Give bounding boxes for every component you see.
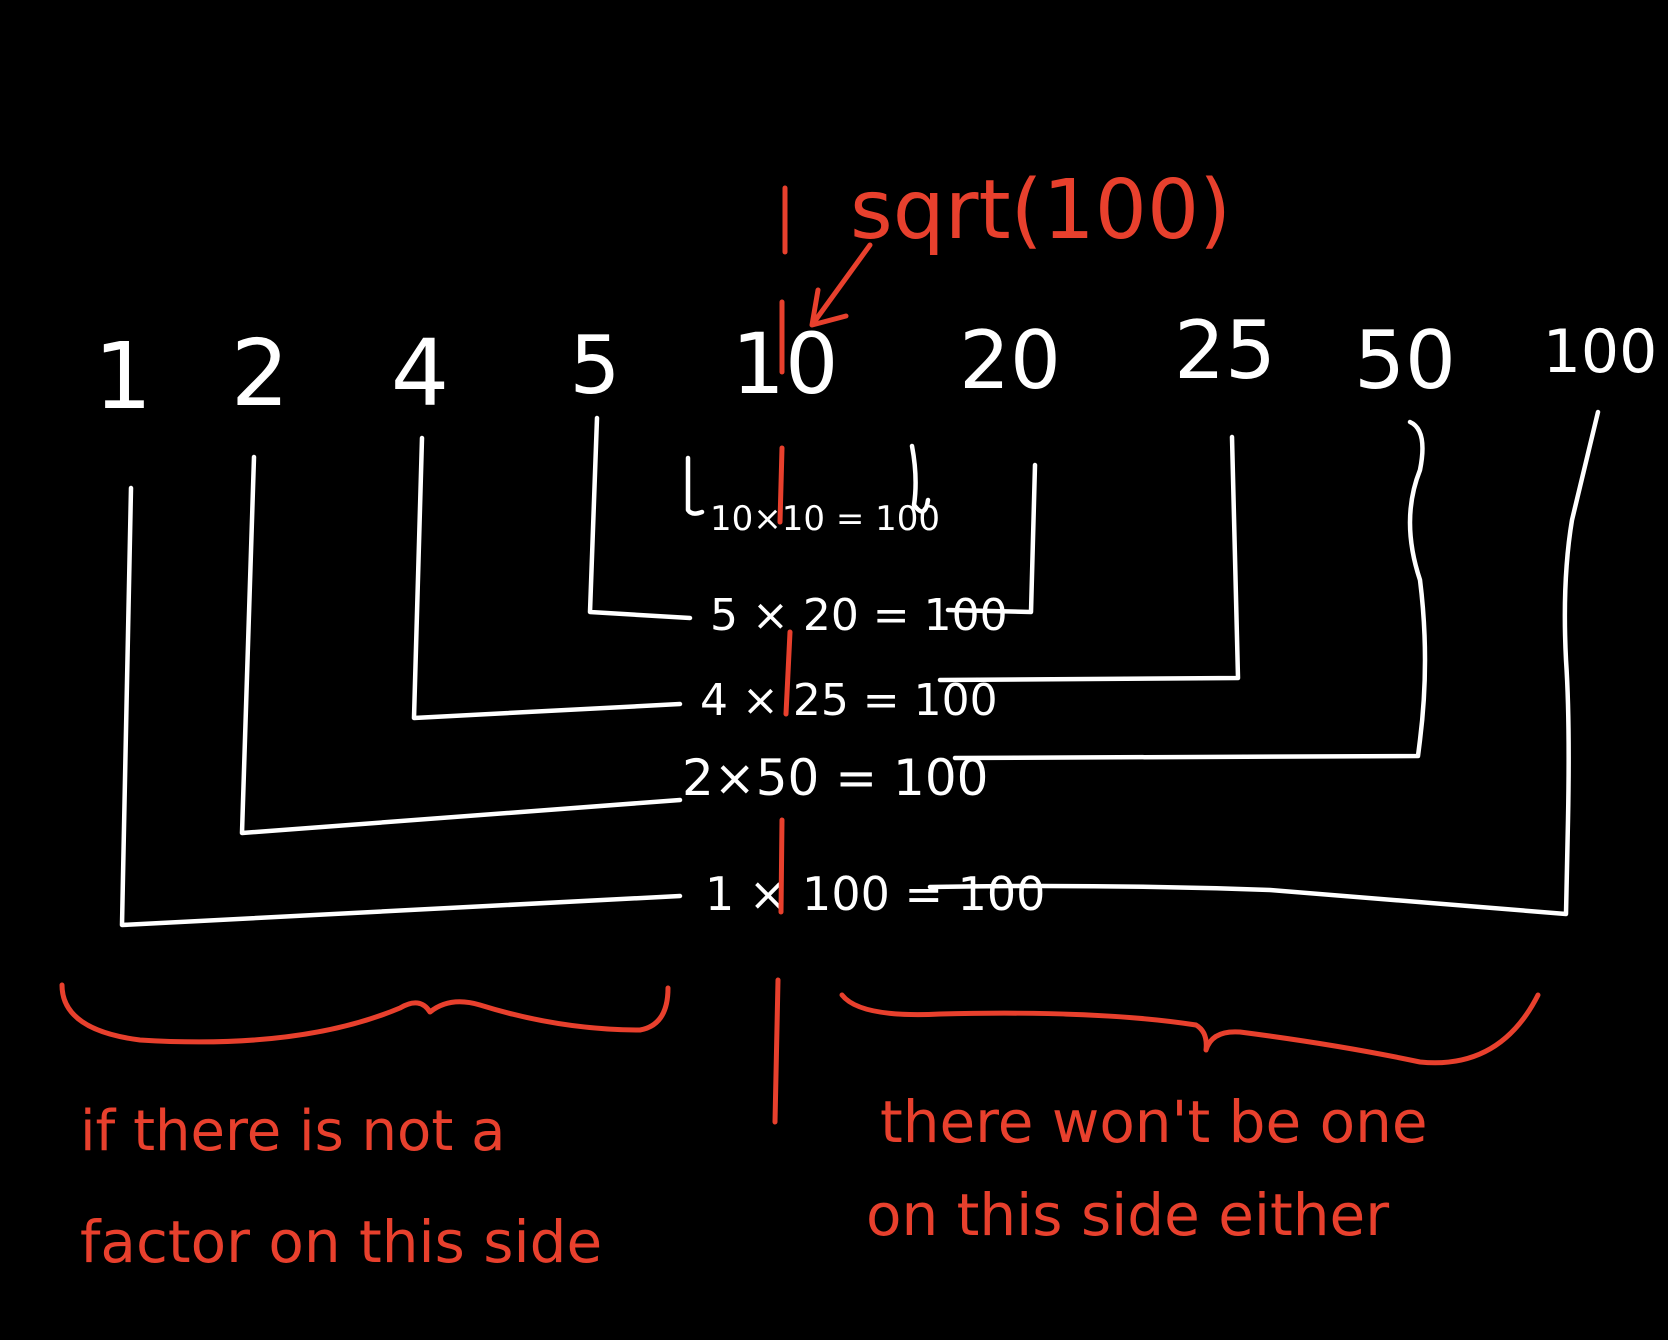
right-note-line-2: on this side either: [866, 1181, 1389, 1249]
side-braces: [59, 982, 1541, 1066]
divider-through-eq4: [783, 629, 793, 717]
left-note-line-2: factor on this side: [80, 1208, 602, 1276]
left-curly-brace-icon: [59, 982, 671, 1045]
equations: 10×10 = 100 5 × 20 = 100 4 × 25 = 100 2×…: [682, 499, 1045, 921]
bracket-1-100: [119, 409, 1601, 928]
bracket-5-20: [587, 415, 1038, 621]
factor-row: 1 2 4 5 10 20 25 50 100: [94, 304, 1658, 430]
factor-1: 1: [94, 323, 153, 430]
factor-10: 10: [732, 315, 839, 413]
factor-5: 5: [570, 319, 621, 412]
equation-5x20: 5 × 20 = 100: [710, 590, 1008, 641]
factor-100: 100: [1543, 317, 1658, 387]
factor-25: 25: [1174, 304, 1276, 397]
factor-2: 2: [231, 320, 290, 427]
bracket-10-10-right: [909, 443, 931, 514]
equation-4x25: 4 × 25 = 100: [700, 675, 998, 726]
bracket-2-50: [239, 419, 1428, 836]
divider-bottom: [772, 977, 781, 1125]
bracket-4-25: [411, 434, 1241, 721]
side-notes: if there is not a factor on this side th…: [80, 1088, 1428, 1276]
equation-10x10: 10×10 = 100: [710, 499, 940, 539]
equation-2x50: 2×50 = 100: [682, 749, 988, 807]
factor-4: 4: [391, 320, 450, 427]
pair-brackets: [119, 409, 1601, 928]
sqrt-label: sqrt(100): [850, 163, 1231, 258]
divider-through-eq1: [778, 817, 785, 915]
divider-through-eq10: [777, 445, 785, 525]
factor-20: 20: [959, 314, 1061, 407]
sqrt-annotation: sqrt(100): [809, 163, 1231, 328]
sqrt-divider: [772, 185, 793, 1125]
arrow-icon: [809, 242, 873, 328]
left-note-line-1: if there is not a: [80, 1099, 505, 1164]
equation-1x100: 1 × 100 = 100: [705, 867, 1045, 921]
bracket-10-10: [685, 455, 705, 516]
right-note-line-1: there won't be one: [880, 1088, 1428, 1156]
right-curly-brace-icon: [839, 992, 1541, 1066]
factor-50: 50: [1354, 314, 1456, 407]
